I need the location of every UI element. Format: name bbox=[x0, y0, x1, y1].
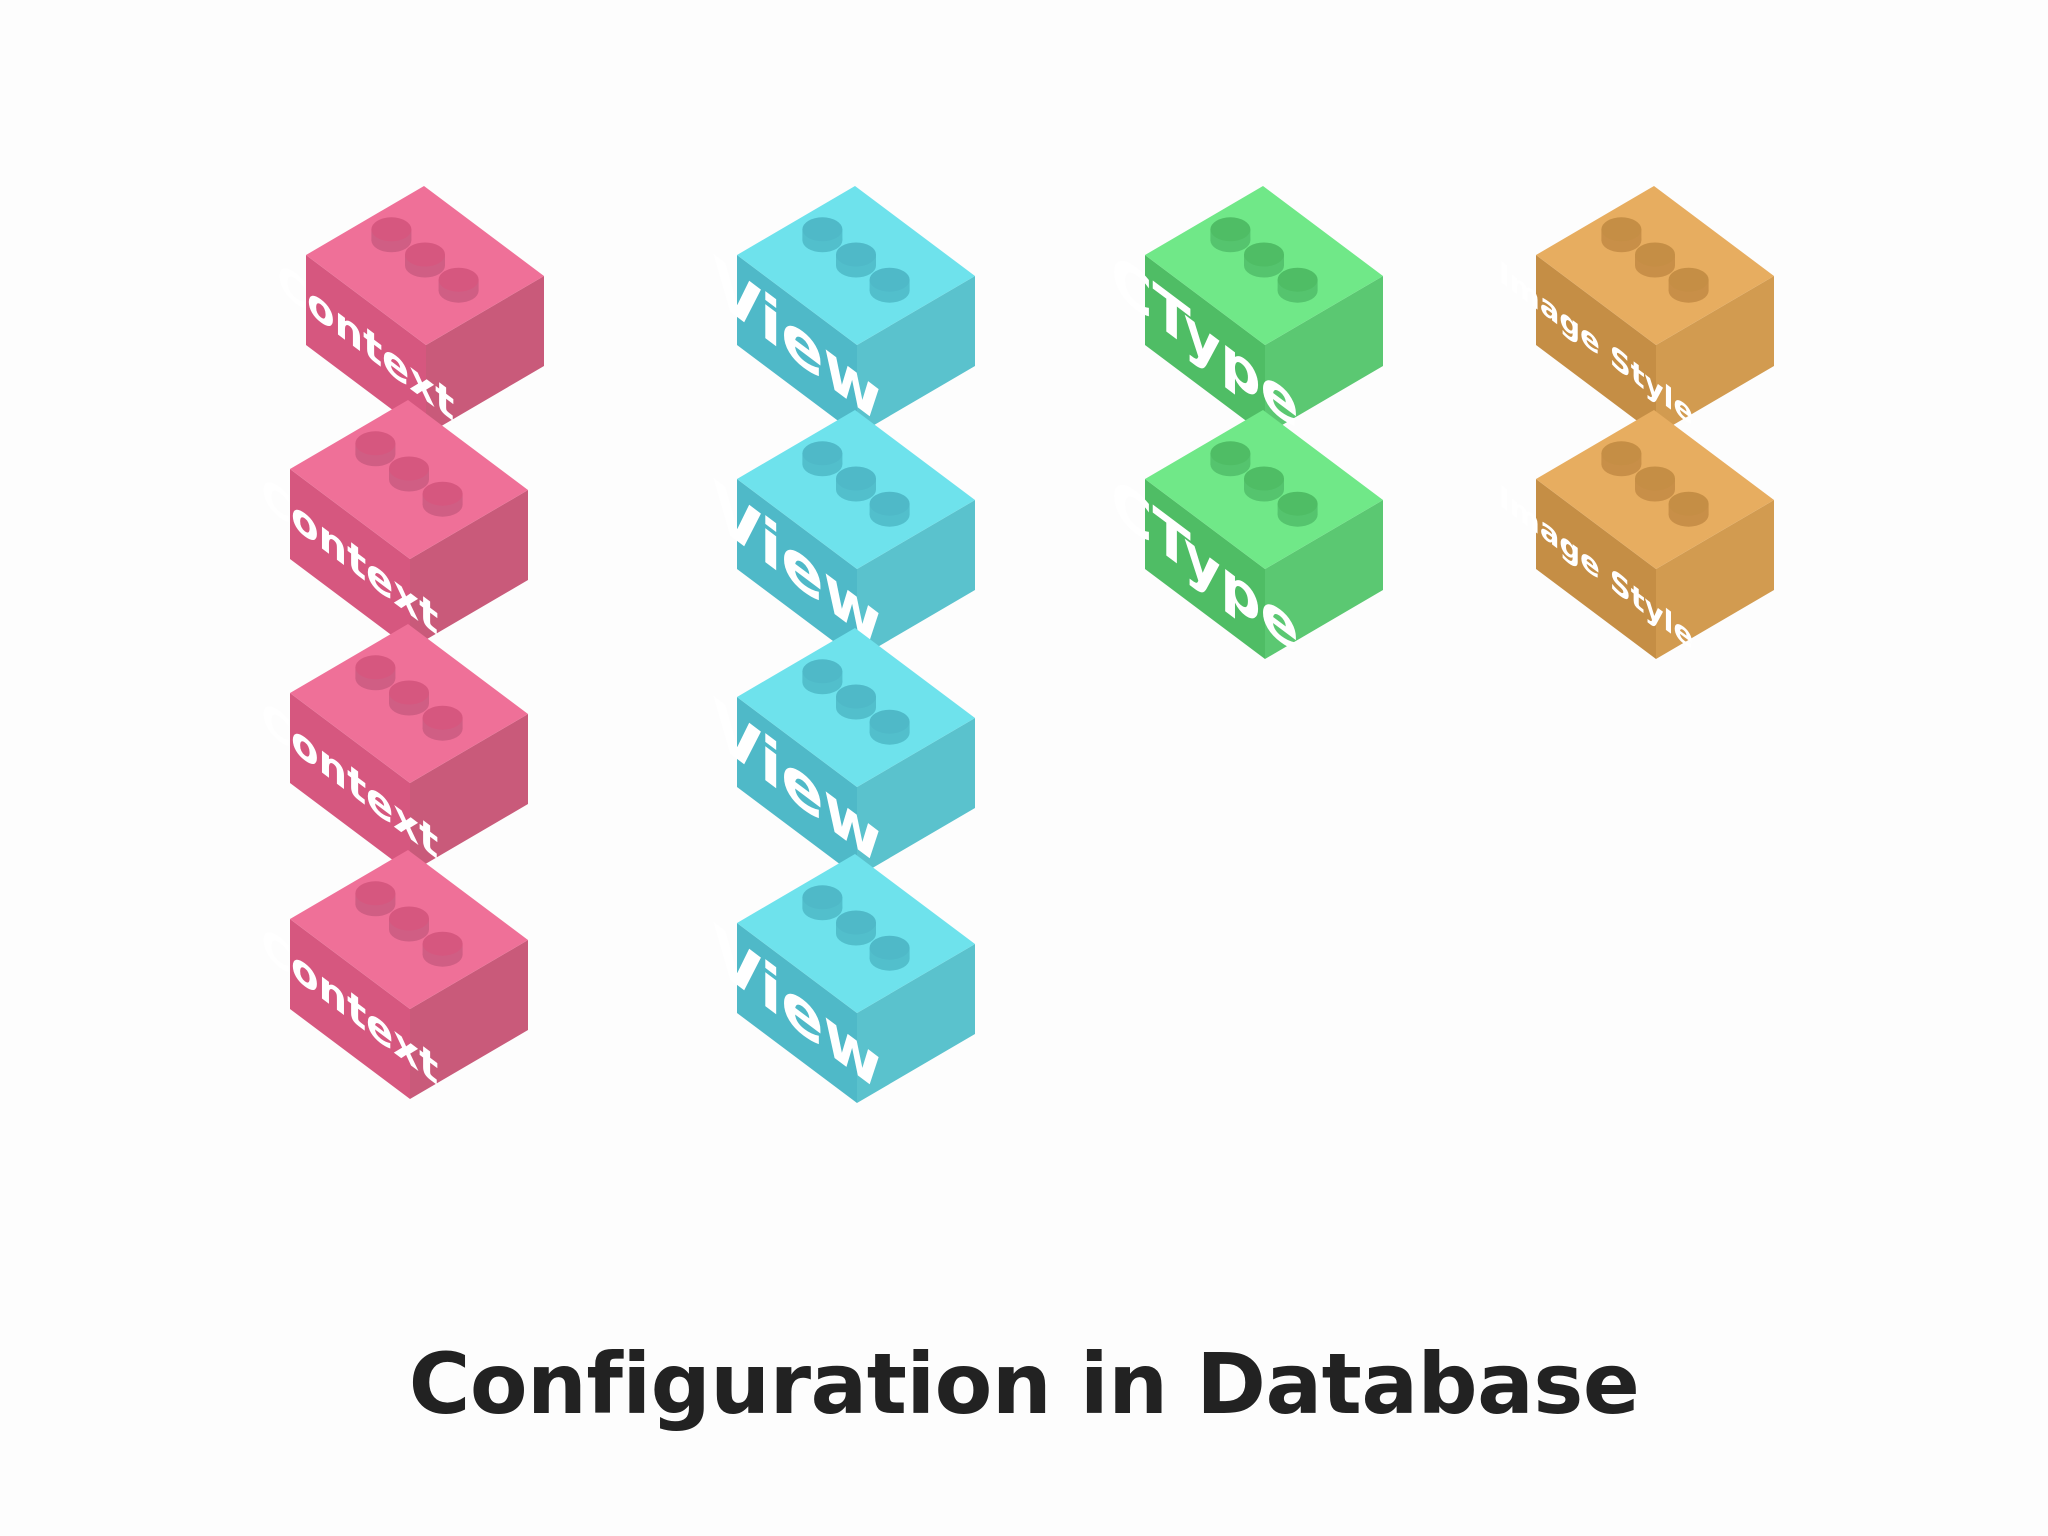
brick-front-face bbox=[1536, 255, 1656, 435]
config-brick: Context bbox=[262, 624, 528, 873]
brick-front-face bbox=[737, 255, 857, 435]
brick-stud bbox=[836, 242, 876, 278]
brick-front-face bbox=[1145, 255, 1265, 435]
brick-front-face bbox=[290, 469, 410, 649]
brick-stud bbox=[389, 680, 429, 716]
brick-stud bbox=[438, 267, 479, 303]
brick-stud bbox=[1277, 267, 1318, 303]
brick-stud bbox=[371, 217, 412, 253]
brick-stud bbox=[1601, 441, 1642, 477]
brick-side-face bbox=[410, 940, 528, 1099]
brick-stud bbox=[355, 655, 396, 691]
brick-front-face bbox=[290, 919, 410, 1099]
brick-stud bbox=[1668, 267, 1709, 303]
brick-stud bbox=[869, 491, 910, 527]
brick-side-face bbox=[410, 714, 528, 873]
config-brick: CType bbox=[1111, 410, 1383, 668]
config-brick: View bbox=[713, 410, 975, 664]
brick-stud bbox=[836, 910, 876, 946]
brick-stud bbox=[422, 705, 463, 741]
brick-stud bbox=[869, 709, 910, 745]
brick-stud bbox=[1601, 217, 1642, 253]
config-brick: Image Style bbox=[1499, 186, 1774, 435]
brick-stud bbox=[1635, 466, 1675, 502]
brick-stud bbox=[1277, 491, 1318, 527]
brick-stud bbox=[389, 906, 429, 942]
brick-stud bbox=[355, 431, 396, 467]
brick-side-face bbox=[1656, 276, 1774, 435]
brick-side-face bbox=[426, 276, 544, 435]
brick-stud bbox=[1210, 441, 1251, 477]
brick-front-face bbox=[737, 697, 857, 877]
brick-front-face bbox=[290, 693, 410, 873]
brick-stud bbox=[389, 456, 429, 492]
brick-stud bbox=[1244, 466, 1284, 502]
config-brick: View bbox=[713, 186, 975, 440]
brick-stud bbox=[802, 217, 843, 253]
config-brick: View bbox=[713, 854, 975, 1108]
brick-side-face bbox=[1265, 276, 1383, 435]
config-brick: Context bbox=[262, 850, 528, 1099]
brick-side-face bbox=[857, 276, 975, 435]
config-brick: View bbox=[713, 628, 975, 882]
brick-stud bbox=[1668, 491, 1709, 527]
brick-stud bbox=[1635, 242, 1675, 278]
brick-front-face bbox=[1145, 479, 1265, 659]
brick-stud bbox=[1244, 242, 1284, 278]
brick-stud bbox=[355, 881, 396, 917]
brick-stud bbox=[836, 466, 876, 502]
brick-stud bbox=[422, 481, 463, 517]
diagram-caption: Configuration in Database bbox=[408, 1335, 1640, 1433]
config-brick: Image Style bbox=[1499, 410, 1774, 659]
brick-stud bbox=[405, 242, 445, 278]
brick-side-face bbox=[410, 490, 528, 649]
brick-stud bbox=[802, 659, 843, 695]
brick-stud bbox=[422, 931, 463, 967]
config-brick: CType bbox=[1111, 186, 1383, 444]
brick-side-face bbox=[857, 944, 975, 1103]
brick-side-face bbox=[857, 500, 975, 659]
brick-front-face bbox=[1536, 479, 1656, 659]
brick-stud bbox=[869, 267, 910, 303]
brick-side-face bbox=[1265, 500, 1383, 659]
brick-front-face bbox=[737, 479, 857, 659]
config-brick: Context bbox=[262, 400, 528, 649]
brick-stud bbox=[802, 441, 843, 477]
brick-stud bbox=[869, 935, 910, 971]
brick-side-face bbox=[857, 718, 975, 877]
brick-stud bbox=[802, 885, 843, 921]
brick-stud bbox=[1210, 217, 1251, 253]
brick-front-face bbox=[737, 923, 857, 1103]
config-brick: Context bbox=[278, 186, 544, 435]
brick-side-face bbox=[1656, 500, 1774, 659]
brick-stud bbox=[836, 684, 876, 720]
brick-front-face bbox=[306, 255, 426, 435]
